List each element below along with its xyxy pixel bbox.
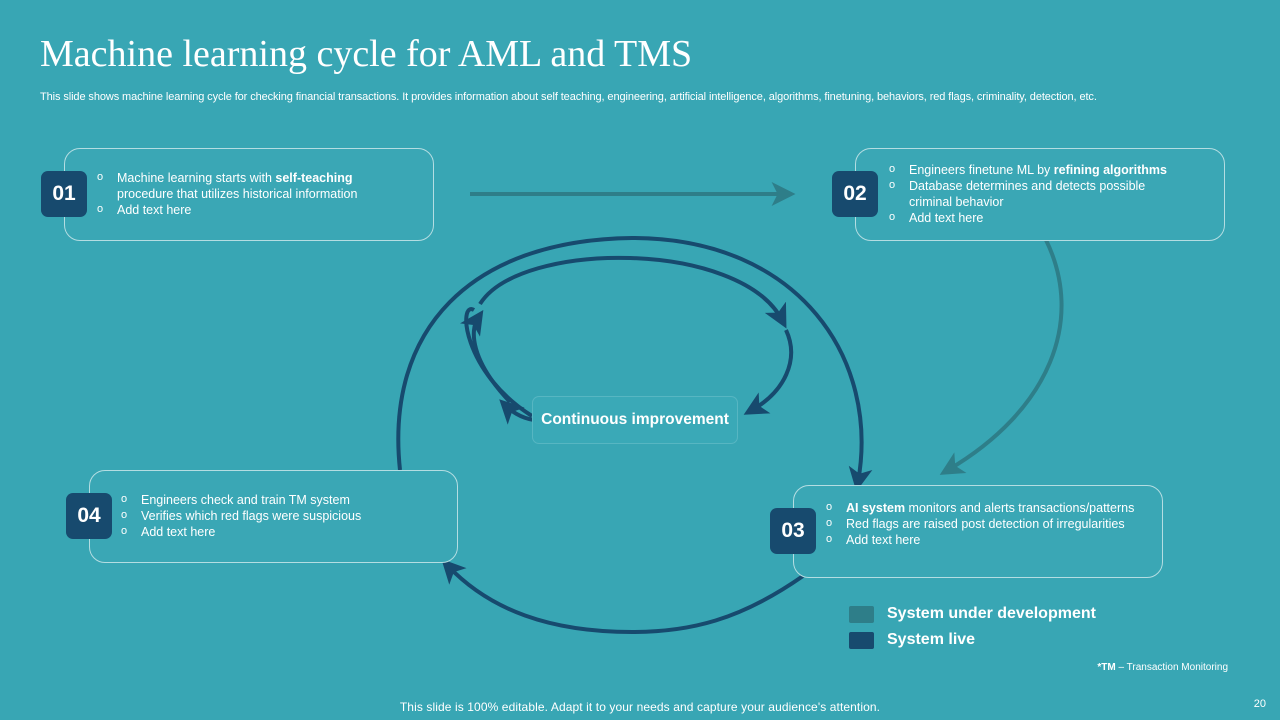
improvement-arrow-right: [743, 329, 794, 415]
legend-live-swatch: [849, 631, 874, 649]
list-item: Engineers check and train TM system: [121, 491, 421, 508]
improvement-arrow-bottom-left: [499, 399, 535, 425]
list-item: Verifies which red flags were suspicious: [121, 507, 421, 524]
step-04-badge: 04: [66, 493, 112, 539]
step-01-bullets: Machine learning starts with self-teachi…: [97, 169, 387, 218]
list-item: AI system monitors and alerts transactio…: [826, 499, 1146, 516]
list-item: Red flags are raised post detection of i…: [826, 515, 1146, 532]
arrow-03-to-04: [441, 559, 805, 635]
footer-note: This slide is 100% editable. Adapt it to…: [399, 700, 881, 714]
arrow-02-to-03: [939, 239, 1064, 475]
page-number: 20: [1253, 698, 1266, 710]
legend-live: System live: [849, 631, 975, 649]
arrow-04-to-03: [396, 235, 873, 492]
step-01-badge: 01: [41, 171, 87, 217]
improvement-arrow-top: [478, 255, 787, 329]
list-item: Engineers finetune ML by refining algori…: [889, 161, 1179, 178]
page-title: Machine learning cycle for AML and TMS: [40, 33, 693, 75]
list-item: Machine learning starts with self-teachi…: [97, 169, 387, 202]
legend-development-swatch: [849, 605, 874, 623]
list-item: Add text here: [97, 201, 387, 218]
list-item: Add text here: [889, 209, 1179, 226]
footnote: *TM – Transaction Monitoring: [1097, 662, 1228, 673]
list-item: Database determines and detects possible…: [889, 177, 1179, 210]
continuous-improvement-label: Continuous improvement: [533, 397, 737, 443]
step-02-bullets: Engineers finetune ML by refining algori…: [889, 161, 1179, 226]
step-03-bullets: AI system monitors and alerts transactio…: [826, 499, 1146, 548]
legend-development: System under development: [849, 605, 1096, 623]
legend-development-label: System under development: [887, 605, 1096, 622]
step-03-badge: 03: [770, 508, 816, 554]
step-02-badge: 02: [832, 171, 878, 217]
step-04-bullets: Engineers check and train TM system Veri…: [121, 491, 421, 540]
list-item: Add text here: [121, 523, 421, 540]
page-subtitle: This slide shows machine learning cycle …: [40, 91, 1097, 103]
list-item: Add text here: [826, 531, 1146, 548]
improvement-arrow-left-tip: [460, 310, 512, 404]
legend-live-label: System live: [887, 631, 976, 648]
